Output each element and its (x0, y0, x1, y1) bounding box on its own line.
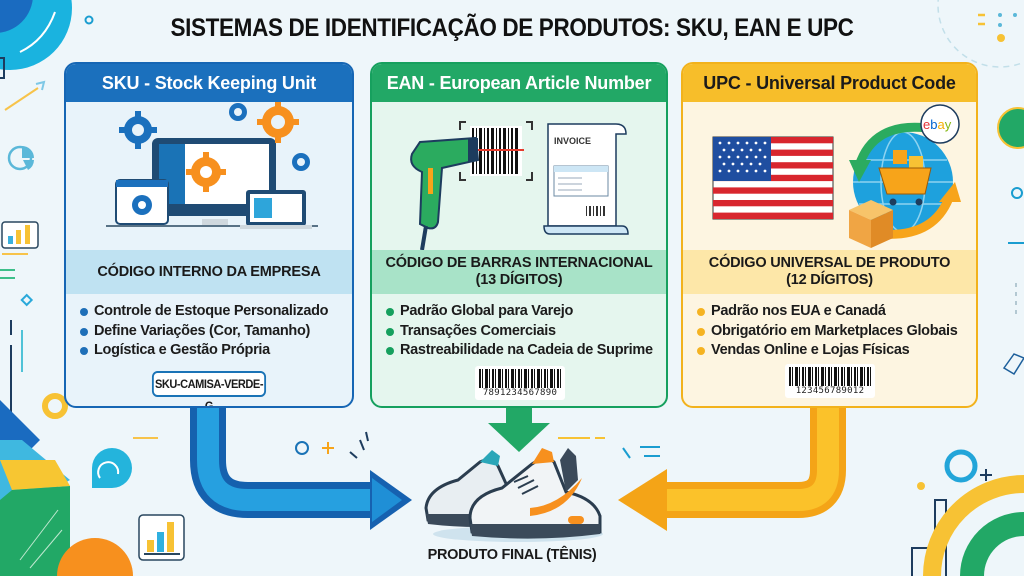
computer-with-gears-icon (66, 101, 352, 250)
ebay-badge-icon: ebay (920, 104, 960, 144)
invoice-label: INVOICE (554, 136, 591, 146)
ean-barcode-number: 7891234567890 (482, 388, 558, 398)
sku-subtitle: CÓDIGO INTERNO DA EMPRESA (66, 250, 352, 294)
package-box-icon (849, 200, 893, 248)
list-item: Padrão Global para Varejo (386, 302, 656, 322)
list-item: Define Variações (Cor, Tamanho) (80, 322, 342, 342)
list-item: Logística e Gestão Própria (80, 341, 342, 361)
final-product-label: PRODUTO FINAL (TÊNIS) (427, 547, 597, 563)
sneakers-icon (424, 448, 603, 542)
upc-bullet-list: Padrão nos EUA e Canadá Obrigatório em M… (683, 294, 976, 361)
svg-text:ebay: ebay (923, 117, 952, 132)
us-flag-and-globe-cart-icon: ebay (683, 102, 976, 250)
ean-subtitle: CÓDIGO DE BARRAS INTERNACIONAL (13 DÍGIT… (372, 250, 666, 294)
sku-example-code: SKU-CAMISA-VERDE-G (151, 370, 267, 406)
upc-barcode: 123456789012 (785, 364, 875, 398)
list-item: Vendas Online e Lojas Físicas (697, 341, 966, 361)
barcode-scanner-and-invoice-icon: INVOICE (372, 102, 666, 251)
ean-digit-count: (13 DÍGITOS) (475, 272, 563, 288)
ean-panel: EAN - European Article Number (370, 62, 668, 408)
ean-barcode: 7891234567890 (475, 366, 565, 400)
upc-digit-count: (12 DÍGITOS) (786, 272, 873, 288)
sku-subtitle-text: CÓDIGO INTERNO DA EMPRESA (97, 263, 321, 280)
sku-bullet-list: Controle de Estoque Personalizado Define… (66, 294, 352, 361)
barcode-icon (789, 367, 871, 386)
list-item: Controle de Estoque Personalizado (80, 302, 342, 322)
list-item: Rastreabilidade na Cadeia de Suprime (386, 341, 656, 361)
list-item: Padrão nos EUA e Canadá (697, 302, 966, 322)
upc-barcode-number: 123456789012 (795, 386, 865, 396)
barcode-icon (479, 369, 561, 388)
page-title: SISTEMAS DE IDENTIFICAÇÃO DE PRODUTOS: S… (170, 14, 854, 42)
upc-panel-header: UPC - Universal Product Code (683, 64, 976, 102)
ean-bullet-list: Padrão Global para Varejo Transações Com… (372, 294, 666, 361)
upc-subtitle-text: CÓDIGO UNIVERSAL DE PRODUTO (708, 255, 951, 271)
cart-icon (878, 150, 932, 206)
upc-panel: UPC - Universal Product Code (681, 62, 978, 408)
list-item: Transações Comerciais (386, 322, 656, 342)
us-flag-icon (712, 136, 834, 220)
list-item: Obrigatório em Marketplaces Globais (697, 322, 966, 342)
ean-panel-header: EAN - European Article Number (372, 64, 666, 102)
upc-subtitle: CÓDIGO UNIVERSAL DE PRODUTO (12 DÍGITOS) (683, 250, 976, 294)
sku-panel: SKU - Stock Keeping Unit (64, 62, 354, 408)
ean-subtitle-text: CÓDIGO DE BARRAS INTERNACIONAL (385, 255, 653, 271)
sku-panel-header: SKU - Stock Keeping Unit (66, 64, 352, 102)
